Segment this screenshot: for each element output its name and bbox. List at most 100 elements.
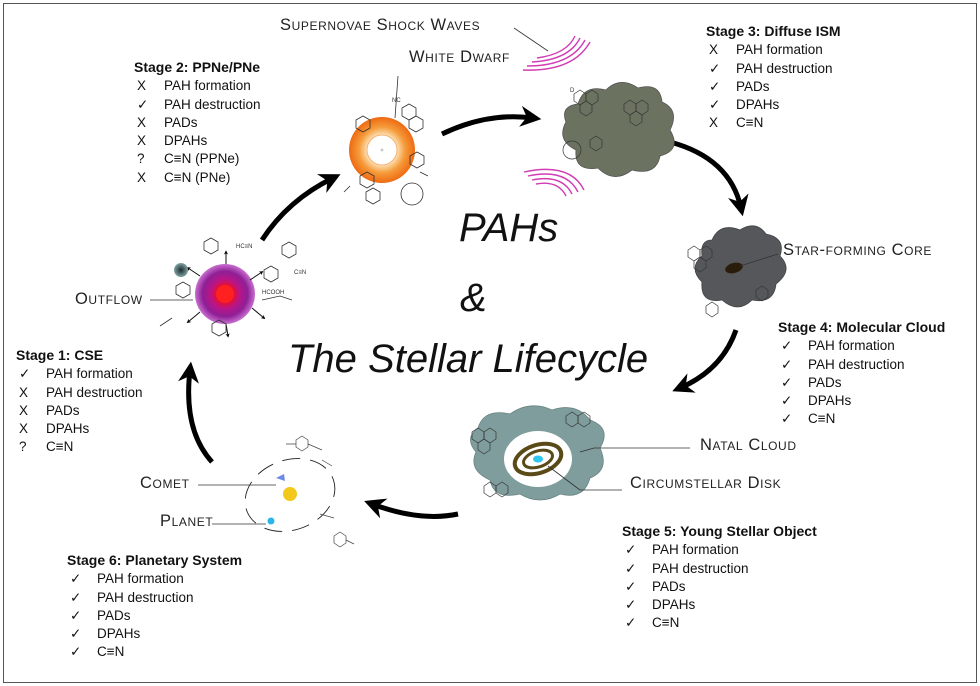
molecule-label-hcooh: HCOOH xyxy=(262,290,285,296)
stage-6-item: ✓ DPAHs xyxy=(67,625,242,643)
stage-5-item: ✓C≡N xyxy=(622,614,817,632)
stage-2-item: X C≡N (PNe) xyxy=(134,169,261,187)
status-mark: X xyxy=(137,78,147,94)
stage-3-item: X PAH formation xyxy=(706,41,841,59)
stage-6-item: ✓PAH destruction xyxy=(67,589,242,607)
status-mark: X xyxy=(709,42,719,58)
label-comet: Comet xyxy=(140,474,190,492)
stage-6-item: ✓PADs xyxy=(67,607,242,625)
property-label: PAH formation xyxy=(97,571,184,587)
status-mark: ✓ xyxy=(625,560,637,576)
stage-5-item: ✓ PAH formation xyxy=(622,541,817,559)
stage-4-block: Stage 4: Molecular Cloud ✓PAH formation … xyxy=(778,318,945,429)
property-label: C≡N (PNe) xyxy=(164,169,231,185)
molecule-label-nc: NC xyxy=(392,98,401,104)
status-mark: X xyxy=(137,169,147,185)
status-mark: ✓ xyxy=(70,644,82,660)
property-label: PAH formation xyxy=(736,42,823,58)
status-mark: ✓ xyxy=(70,571,82,587)
property-label: PADs xyxy=(46,402,80,418)
label-natal-cloud: Natal Cloud xyxy=(700,436,797,454)
stage-6-item: ✓ PAH formation xyxy=(67,570,242,588)
stage-3-item: X C≡N xyxy=(706,114,841,132)
title-stellar-lifecycle: The Stellar Lifecycle xyxy=(288,337,649,381)
status-mark: ✓ xyxy=(70,626,82,642)
label-white-dwarf: White Dwarf xyxy=(409,48,510,66)
stage-6-title: Stage 6: Planetary System xyxy=(67,552,243,568)
status-mark: X xyxy=(709,115,719,131)
stage-2-title: Stage 2: PPNe/PNe xyxy=(134,59,261,75)
stage-4-item: ✓ PAH destruction xyxy=(778,356,945,374)
property-label: PADs xyxy=(652,578,686,594)
title-ampersand: & xyxy=(460,276,487,320)
status-mark: ✓ xyxy=(709,78,721,94)
property-label: PADs xyxy=(808,374,842,390)
stage-1-item: ✓ PAH formation xyxy=(16,365,143,383)
shock-waves-lower xyxy=(523,168,585,197)
property-label: PAH destruction xyxy=(808,356,905,372)
cycle-arrow-5-to-6 xyxy=(364,498,459,519)
white-dwarf-nebula xyxy=(343,75,429,206)
status-mark: ✓ xyxy=(625,542,637,558)
status-mark: ✓ xyxy=(70,607,82,623)
status-mark: ✓ xyxy=(781,356,793,372)
label-supernovae-shock-waves: Supernovae Shock Waves xyxy=(280,16,481,34)
label-planet: Planet xyxy=(160,512,214,530)
stage-4-item: ✓DPAHs xyxy=(778,392,945,410)
status-mark: ✓ xyxy=(625,597,637,613)
stage-2-item: ?C≡N (PPNe) xyxy=(134,150,261,168)
status-mark: X xyxy=(137,114,147,130)
shock-waves-upper xyxy=(522,35,591,71)
title-pahs: PAHs xyxy=(459,206,559,250)
property-label: PAH destruction xyxy=(652,560,749,576)
property-label: PAH destruction xyxy=(736,60,833,76)
property-label: PAH formation xyxy=(652,542,739,558)
stage-5-item: ✓ PAH destruction xyxy=(622,560,817,578)
cycle-arrow-1-to-2 xyxy=(259,174,341,242)
diffuse-ism-cloud xyxy=(562,82,675,177)
status-mark: ✓ xyxy=(781,411,793,427)
property-label: DPAHs xyxy=(736,97,780,113)
property-label: DPAHs xyxy=(97,626,141,642)
cycle-arrow-6-to-1 xyxy=(178,361,214,464)
natal-cloud xyxy=(470,405,690,501)
stage-2-item: ✓ PAH destruction xyxy=(134,96,261,114)
property-label: C≡N xyxy=(808,411,836,427)
property-label: C≡N (PPNe) xyxy=(164,151,240,167)
molecule-label-d: D xyxy=(570,88,575,94)
cycle-arrow-2-to-3 xyxy=(440,105,542,137)
property-label: PAH formation xyxy=(808,338,895,354)
stage-1-item: ?C≡N xyxy=(16,438,143,456)
status-mark: ✓ xyxy=(70,589,82,605)
property-label: C≡N xyxy=(97,644,125,660)
status-mark: X xyxy=(19,384,29,400)
label-circumstellar-disk: Circumstellar Disk xyxy=(630,474,782,492)
stage-3-item: ✓PADs xyxy=(706,78,841,96)
status-mark: ? xyxy=(19,439,27,455)
stage-2-item: X PADs xyxy=(134,114,261,132)
cycle-arrow-4-to-5 xyxy=(672,329,739,393)
stage-4-title: Stage 4: Molecular Cloud xyxy=(778,319,946,335)
status-mark: ✓ xyxy=(137,96,149,112)
property-label: C≡N xyxy=(736,115,764,131)
stage-5-title: Stage 5: Young Stellar Object xyxy=(622,523,817,539)
stage-5-item: ✓DPAHs xyxy=(622,596,817,614)
stage-5-block: Stage 5: Young Stellar Object ✓ PAH forma… xyxy=(622,522,817,633)
status-mark: ✓ xyxy=(625,615,637,631)
property-label: PAH destruction xyxy=(164,96,261,112)
status-mark: ✓ xyxy=(19,366,31,382)
property-label: PADs xyxy=(164,114,198,130)
stage-4-item: ✓ PAH formation xyxy=(778,337,945,355)
property-label: PAH formation xyxy=(46,366,133,382)
status-mark: ✓ xyxy=(781,338,793,354)
stage-3-item: ✓DPAHs xyxy=(706,96,841,114)
